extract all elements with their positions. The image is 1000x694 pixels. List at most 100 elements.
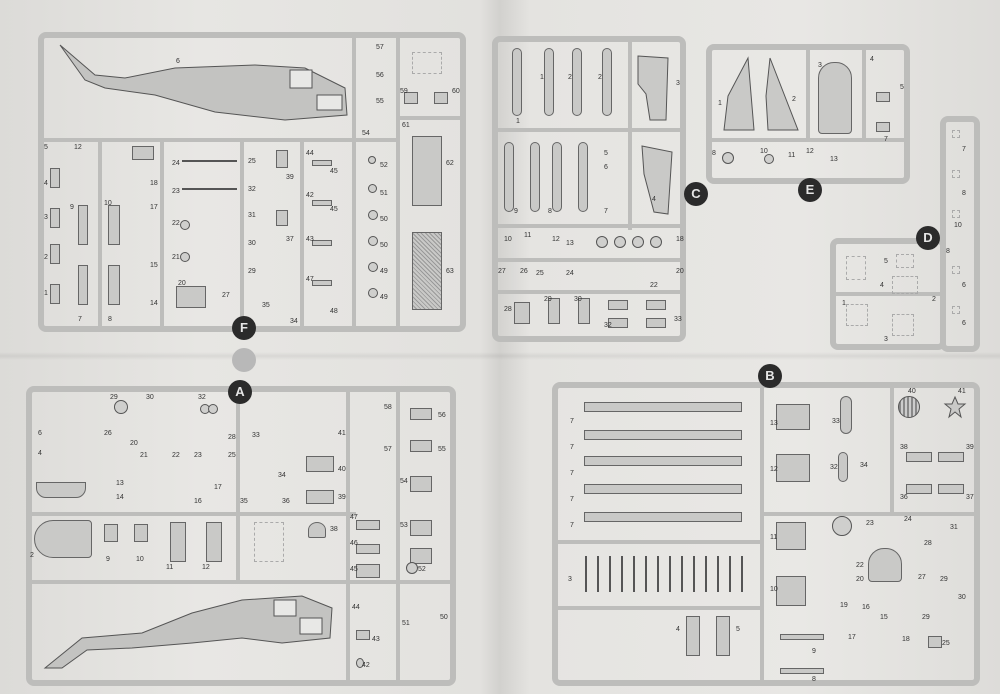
part-number: 23 xyxy=(194,452,202,459)
part-number: 1 xyxy=(44,290,48,297)
part-number: 29 xyxy=(922,614,930,621)
part-strut xyxy=(838,452,848,482)
part-ring xyxy=(180,252,190,262)
part-number: 1 xyxy=(842,300,846,307)
part-tail-rotor xyxy=(780,634,824,640)
fuselage-half-f xyxy=(59,44,348,121)
part-number: 48 xyxy=(330,308,338,315)
part-number: 12 xyxy=(770,466,778,473)
part-small xyxy=(410,520,432,536)
part-number: 29 xyxy=(940,576,948,583)
part-fin xyxy=(686,616,700,656)
part-number: 9 xyxy=(514,208,518,215)
part-wheel xyxy=(614,236,626,248)
part-number: 20 xyxy=(856,576,864,583)
part-small xyxy=(928,636,942,648)
part-number: 52 xyxy=(380,162,388,169)
part-number: 8 xyxy=(108,316,112,323)
part-number: 16 xyxy=(194,498,202,505)
paper-fold xyxy=(0,352,1000,360)
part-number: 25 xyxy=(942,640,950,647)
sprue-c-runner xyxy=(492,258,686,262)
part-number: 5 xyxy=(884,258,888,265)
part-rod xyxy=(182,188,237,190)
part-small xyxy=(410,476,432,492)
part-number: 28 xyxy=(924,540,932,547)
part-number: 20 xyxy=(178,280,186,287)
part-clear-window xyxy=(892,314,914,336)
part-number: 4 xyxy=(880,282,884,289)
part-number: 4 xyxy=(870,56,874,63)
part-floor xyxy=(412,136,442,206)
part-number: 5 xyxy=(900,84,904,91)
part-number: 39 xyxy=(338,494,346,501)
part-number: 2 xyxy=(30,552,34,559)
part-number: 4 xyxy=(652,196,656,203)
sprue-c-runner xyxy=(492,128,686,132)
part-small-panel xyxy=(50,244,60,264)
part-number: 32 xyxy=(604,322,612,329)
part-number: 36 xyxy=(900,494,908,501)
sprue-a-runner xyxy=(236,386,240,582)
part-wheel xyxy=(596,236,608,248)
part-number: 23 xyxy=(866,520,874,527)
part-small xyxy=(578,298,590,324)
part-small xyxy=(312,240,332,246)
part-number: 13 xyxy=(566,240,574,247)
part-number: 2 xyxy=(792,96,796,103)
sprue-label-a: A xyxy=(228,380,252,404)
sprue-label-c: C xyxy=(684,182,708,206)
part-number: 11 xyxy=(770,534,778,541)
sprue-e-runner xyxy=(806,44,810,140)
part-small xyxy=(646,318,666,328)
part-pylon xyxy=(530,142,540,212)
part-number: 44 xyxy=(352,604,360,611)
part-number: 30 xyxy=(958,594,966,601)
part-ring xyxy=(180,220,190,230)
part-number: 21 xyxy=(140,452,148,459)
part-small xyxy=(608,300,628,310)
part-number: 56 xyxy=(376,72,384,79)
part-fin xyxy=(716,616,730,656)
part-number: 2 xyxy=(568,74,572,81)
part-number: 7 xyxy=(570,470,574,477)
part-number: 18 xyxy=(150,180,158,187)
part-number: 7 xyxy=(570,444,574,451)
part-ring xyxy=(208,404,218,414)
part-clear-small xyxy=(952,306,960,314)
part-number: 1 xyxy=(540,74,544,81)
part-number: 25 xyxy=(536,270,544,277)
part-tail-fin xyxy=(765,57,799,131)
part-number: 60 xyxy=(452,88,460,95)
part-clear-small xyxy=(952,210,960,218)
part-number: 16 xyxy=(862,604,870,611)
part-number: 2 xyxy=(44,254,48,261)
sprue-a-runner xyxy=(26,512,356,516)
part-box xyxy=(132,146,154,160)
part-number: 6 xyxy=(962,282,966,289)
part-small xyxy=(410,440,432,452)
part-number: 9 xyxy=(812,648,816,655)
part-number: 63 xyxy=(446,268,454,275)
part-number: 37 xyxy=(966,494,974,501)
part-small xyxy=(356,658,364,668)
sprue-f-runner xyxy=(396,116,466,120)
part-number: 45 xyxy=(330,206,338,213)
part-number: 5 xyxy=(736,626,740,633)
part-number: 25 xyxy=(228,452,236,459)
part-number: 8 xyxy=(946,248,950,255)
part-pylon xyxy=(544,48,554,116)
part-ring xyxy=(764,154,774,164)
part-ring xyxy=(722,152,734,164)
part-gearbox xyxy=(868,548,902,582)
part-small xyxy=(906,484,932,494)
part-wheel xyxy=(632,236,644,248)
part-number: 30 xyxy=(146,394,154,401)
part-rotor-blade xyxy=(584,512,742,522)
part-small xyxy=(876,92,890,102)
part-number: 26 xyxy=(104,430,112,437)
part-number: 47 xyxy=(350,514,358,521)
part-number: 6 xyxy=(38,430,42,437)
part-star-hub xyxy=(943,395,967,419)
part-number: 5 xyxy=(604,150,608,157)
